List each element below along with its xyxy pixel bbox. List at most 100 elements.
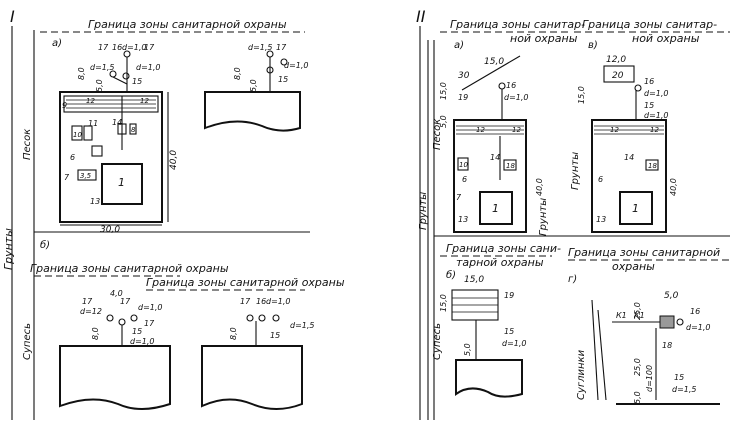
svg-text:1: 1 <box>492 202 499 215</box>
svg-text:17: 17 <box>144 319 155 328</box>
svg-text:d=1,0: d=1,0 <box>284 61 309 70</box>
svg-text:d=1,0: d=1,0 <box>644 89 669 98</box>
svg-text:К1: К1 <box>634 311 645 320</box>
building-b-right <box>201 345 303 410</box>
svg-text:8,0: 8,0 <box>77 67 86 80</box>
svg-text:охраны: охраны <box>612 260 655 273</box>
svg-text:Граница зоны санитарной охраны: Граница зоны санитарной охраны <box>146 276 345 289</box>
svg-text:тарной охраны: тарной охраны <box>456 256 544 269</box>
svg-text:12: 12 <box>650 126 659 134</box>
svg-text:16: 16 <box>506 81 516 90</box>
building-IIb <box>455 359 523 398</box>
svg-text:19: 19 <box>458 93 468 102</box>
svg-text:8,0: 8,0 <box>233 67 242 80</box>
svg-text:16: 16 <box>112 43 122 52</box>
svg-text:17: 17 <box>144 43 155 52</box>
site-plot-IIv <box>591 119 667 233</box>
svg-text:15: 15 <box>132 77 142 86</box>
svg-text:г): г) <box>568 274 577 285</box>
svg-text:30,0: 30,0 <box>100 225 120 235</box>
svg-text:14: 14 <box>112 118 122 127</box>
site-plot-IIa <box>453 119 527 233</box>
svg-text:Грунты: Грунты <box>538 198 549 236</box>
svg-text:Суглинки: Суглинки <box>576 349 587 400</box>
svg-text:7: 7 <box>64 173 70 182</box>
panel-number-II: II <box>416 7 426 26</box>
svg-text:1: 1 <box>118 176 125 189</box>
svg-text:12: 12 <box>140 97 149 105</box>
svg-text:6: 6 <box>598 175 603 184</box>
soil-label-pesok: Песок <box>22 129 33 160</box>
svg-text:15: 15 <box>278 75 288 84</box>
sub-label-b: б) <box>40 239 50 251</box>
svg-text:16: 16 <box>644 77 654 86</box>
svg-text:а): а) <box>454 40 464 51</box>
svg-text:d=1,0: d=1,0 <box>138 303 163 312</box>
svg-text:15: 15 <box>270 331 280 340</box>
soil-label-grunty: Грунты <box>2 228 15 270</box>
svg-text:17: 17 <box>98 43 109 52</box>
svg-text:8,0: 8,0 <box>91 327 100 340</box>
svg-text:Граница зоны санитарной: Граница зоны санитарной <box>568 246 720 259</box>
svg-text:5,0: 5,0 <box>95 79 104 92</box>
svg-text:12,0: 12,0 <box>606 55 626 65</box>
svg-text:40,0: 40,0 <box>535 178 544 196</box>
svg-text:Граница зоны санитар-: Граница зоны санитар- <box>450 18 585 31</box>
svg-text:5,0: 5,0 <box>439 115 448 128</box>
svg-text:15,0: 15,0 <box>484 57 504 67</box>
svg-text:6: 6 <box>70 153 75 162</box>
svg-text:6: 6 <box>462 175 467 184</box>
svg-text:17: 17 <box>276 43 287 52</box>
svg-text:12: 12 <box>610 126 619 134</box>
zone-boundary-label: Граница зоны санитарной охраны <box>88 18 287 31</box>
svg-text:12: 12 <box>476 126 485 134</box>
svg-text:d=1,5: d=1,5 <box>90 63 115 72</box>
svg-text:13: 13 <box>596 215 606 224</box>
svg-text:d=12: d=12 <box>80 307 102 316</box>
svg-text:d=1,0: d=1,0 <box>266 297 291 306</box>
svg-text:18: 18 <box>662 341 672 350</box>
svg-text:5,0: 5,0 <box>664 291 679 301</box>
svg-text:5,0: 5,0 <box>249 79 258 92</box>
svg-text:40,0: 40,0 <box>669 178 678 196</box>
svg-text:15,0: 15,0 <box>439 294 448 312</box>
svg-text:30: 30 <box>458 71 470 81</box>
svg-text:Граница зоны санитарной охраны: Граница зоны санитарной охраны <box>30 262 229 275</box>
svg-text:d=1,0: d=1,0 <box>136 63 161 72</box>
svg-text:13: 13 <box>458 215 468 224</box>
svg-text:17: 17 <box>240 297 251 306</box>
svg-text:14: 14 <box>490 153 500 162</box>
svg-text:Граница зоны сани-: Граница зоны сани- <box>446 242 561 255</box>
svg-text:8: 8 <box>131 126 136 134</box>
svg-text:d=1,5: d=1,5 <box>248 43 273 52</box>
svg-text:15: 15 <box>504 327 514 336</box>
svg-text:25,0: 25,0 <box>633 358 642 376</box>
site-plot-a <box>59 91 163 223</box>
svg-text:12: 12 <box>512 126 521 134</box>
svg-text:d=1,0: d=1,0 <box>130 337 155 346</box>
svg-text:3,5: 3,5 <box>80 172 92 180</box>
svg-text:13: 13 <box>90 197 100 206</box>
svg-text:1: 1 <box>632 202 639 215</box>
svg-text:Грунты: Грунты <box>570 152 581 190</box>
svg-text:17: 17 <box>82 297 93 306</box>
sub-label-a: а) <box>52 38 62 49</box>
svg-text:5,0: 5,0 <box>463 343 472 356</box>
svg-text:8,0: 8,0 <box>229 327 238 340</box>
svg-text:16: 16 <box>690 307 700 316</box>
svg-text:12: 12 <box>86 97 95 105</box>
svg-text:d=100: d=100 <box>645 365 654 392</box>
svg-text:14: 14 <box>624 153 634 162</box>
svg-text:Граница зоны санитар-: Граница зоны санитар- <box>582 18 717 31</box>
panel-number-I: I <box>10 7 15 26</box>
svg-text:d=1,5: d=1,5 <box>672 385 697 394</box>
building-1 <box>101 163 143 205</box>
svg-text:в): в) <box>588 40 598 51</box>
svg-text:15: 15 <box>132 327 142 336</box>
svg-text:40,0: 40,0 <box>169 150 179 170</box>
svg-text:15,0: 15,0 <box>577 86 586 104</box>
svg-text:20: 20 <box>612 71 624 81</box>
svg-text:4,0: 4,0 <box>110 289 123 298</box>
svg-text:18: 18 <box>506 162 515 170</box>
